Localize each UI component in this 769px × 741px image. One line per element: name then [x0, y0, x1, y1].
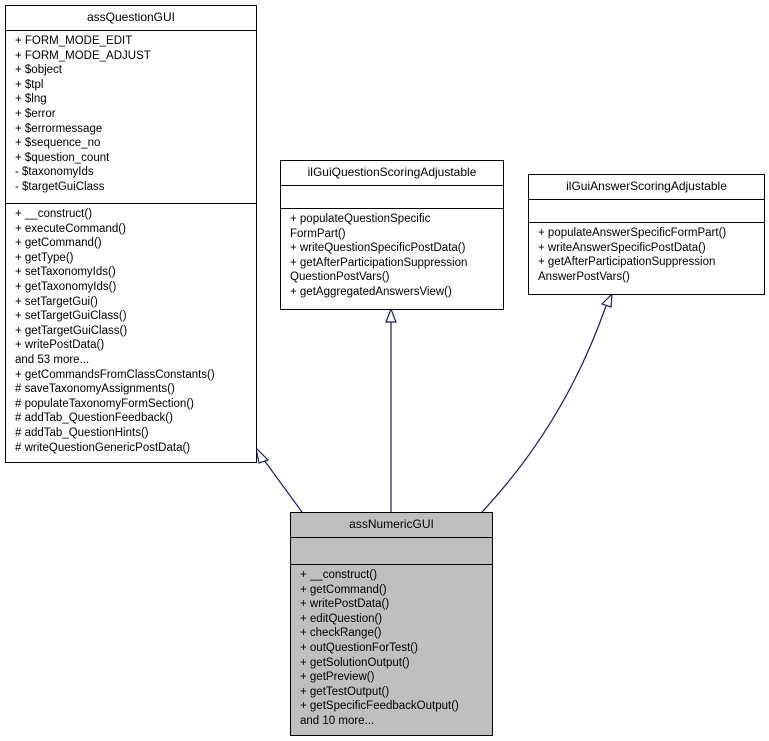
- method-item[interactable]: + editQuestion(): [300, 612, 383, 625]
- arrowhead-assQuestionGUI: [255, 446, 270, 464]
- attribute-item[interactable]: + $sequence_no: [15, 137, 101, 150]
- attribute-item[interactable]: + FORM_MODE_EDIT: [15, 35, 133, 47]
- method-item[interactable]: + __construct(): [15, 208, 93, 220]
- attribute-item[interactable]: + $error: [15, 107, 56, 120]
- attribute-item[interactable]: + $tpl: [15, 78, 44, 91]
- method-item[interactable]: QuestionPostVars(): [290, 271, 390, 284]
- attributes-section: + FORM_MODE_EDIT + FORM_MODE_ADJUST + $obj…: [6, 31, 256, 204]
- method-item[interactable]: and 10 more...: [300, 714, 375, 727]
- class-assNumericGUI[interactable]: assNumericGUI + __construct() + getComman…: [290, 512, 493, 736]
- method-item[interactable]: # writeQuestionGenericPostData(): [15, 441, 191, 454]
- method-item[interactable]: + getCommand(): [15, 237, 102, 250]
- method-item[interactable]: + getTargetGuiClass(): [15, 324, 128, 337]
- class-title: ilGuiAnswerScoringAdjustable: [529, 175, 764, 200]
- method-item[interactable]: + getCommandsFromClassConstants(): [15, 368, 215, 381]
- arrowhead-ilGuiAnswerScoringAdjustable: [600, 292, 613, 308]
- method-item[interactable]: # saveTaxonomyAssignments(): [15, 383, 175, 396]
- attributes-section: [281, 186, 503, 209]
- method-item[interactable]: + populateAnswerSpecificFormPart(): [538, 227, 727, 239]
- attributes-section: [291, 538, 492, 565]
- method-item[interactable]: + outQuestionForTest(): [300, 641, 418, 654]
- attribute-item[interactable]: + $errormessage: [15, 122, 103, 135]
- method-item[interactable]: + getAggregatedAnswersView(): [290, 285, 452, 298]
- method-item[interactable]: + __construct(): [300, 569, 378, 581]
- method-item[interactable]: + setTargetGui(): [15, 295, 98, 308]
- methods-section: + __construct() + getCommand() + writePost…: [291, 565, 492, 732]
- method-item[interactable]: + writePostData(): [300, 598, 390, 611]
- arrowhead-ilGuiQuestionScoringAdjustable: [385, 307, 397, 323]
- method-item[interactable]: + writePostData(): [15, 339, 105, 352]
- method-item[interactable]: + getTestOutput(): [300, 685, 390, 698]
- method-item[interactable]: + getSpecificFeedbackOutput(): [300, 700, 459, 713]
- attribute-item[interactable]: - $taxonomyIds: [15, 166, 94, 179]
- method-item[interactable]: # populateTaxonomyFormSection(): [15, 397, 194, 410]
- edge-assNumericGUI-to-assQuestionGUI: [263, 459, 303, 513]
- method-item[interactable]: + writeAnswerSpecificPostData(): [538, 241, 706, 254]
- method-item[interactable]: + getAfterParticipationSuppression: [538, 256, 716, 269]
- attribute-item[interactable]: + $object: [15, 64, 62, 77]
- attribute-item[interactable]: - $targetGuiClass: [15, 180, 105, 193]
- method-item[interactable]: + setTaxonomyIds(): [15, 266, 116, 279]
- method-item[interactable]: + getAfterParticipationSuppression: [290, 256, 468, 269]
- class-assQuestionGUI[interactable]: assQuestionGUI + FORM_MODE_EDIT+ FORM_MO…: [5, 5, 257, 463]
- method-item[interactable]: FormPart(): [290, 227, 346, 240]
- attribute-item[interactable]: + FORM_MODE_ADJUST: [15, 49, 151, 62]
- attributes-section: [529, 200, 764, 223]
- method-item[interactable]: AnswerPostVars(): [538, 270, 630, 283]
- method-item[interactable]: + setTargetGuiClass(): [15, 310, 127, 323]
- class-title: assNumericGUI: [291, 513, 492, 538]
- class-ilGuiAnswerScoringAdjustable[interactable]: ilGuiAnswerScoringAdjustable + populateA…: [528, 174, 765, 295]
- method-item[interactable]: + getSolutionOutput(): [300, 656, 410, 669]
- method-item[interactable]: + populateQuestionSpecific: [290, 213, 431, 225]
- method-item[interactable]: + executeCommand(): [15, 222, 126, 235]
- method-item[interactable]: + getTaxonomyIds(): [15, 280, 117, 293]
- method-item[interactable]: and 53 more...: [15, 353, 90, 366]
- method-item[interactable]: # addTab_QuestionHints(): [15, 426, 149, 439]
- methods-section: + __construct() + executeCommand() + getCo…: [6, 204, 256, 458]
- method-item[interactable]: + getCommand(): [300, 583, 387, 596]
- attribute-item[interactable]: + $lng: [15, 93, 47, 106]
- method-item[interactable]: + getType(): [15, 251, 74, 264]
- class-title: assQuestionGUI: [6, 6, 256, 31]
- class-title: ilGuiQuestionScoringAdjustable: [281, 161, 503, 186]
- attribute-item[interactable]: + $question_count: [15, 151, 110, 164]
- class-ilGuiQuestionScoringAdjustable[interactable]: ilGuiQuestionScoringAdjustable + populat…: [280, 160, 504, 310]
- method-item[interactable]: + getPreview(): [300, 671, 375, 684]
- method-item[interactable]: # addTab_QuestionFeedback(): [15, 412, 173, 425]
- method-item[interactable]: + writeQuestionSpecificPostData(): [290, 242, 466, 255]
- method-item[interactable]: + checkRange(): [300, 627, 382, 640]
- edge-assNumericGUI-to-ilGuiAnswerScoringAdjustable: [481, 305, 607, 513]
- methods-section: + populateAnswerSpecificFormPart() + writ…: [529, 223, 764, 287]
